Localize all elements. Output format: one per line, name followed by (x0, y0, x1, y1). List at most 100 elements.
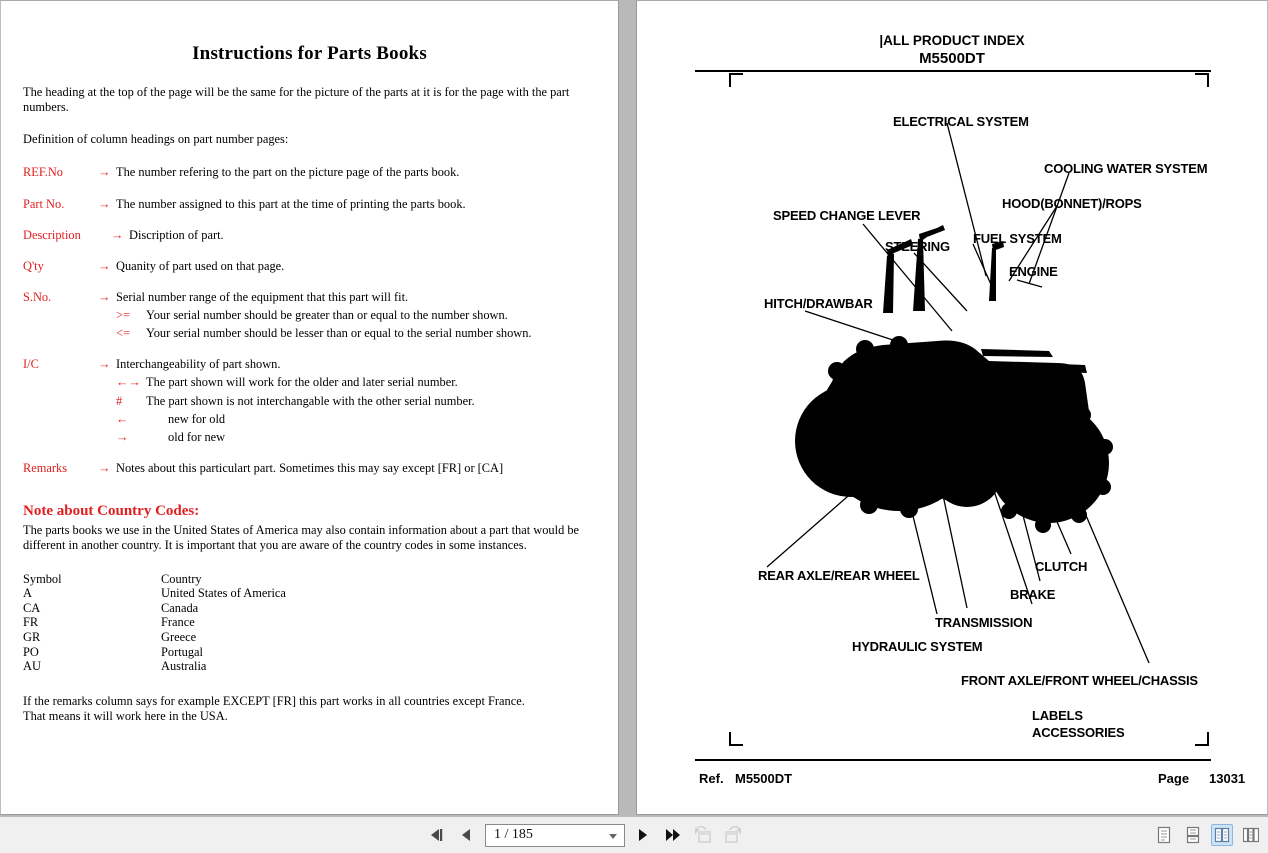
country-code-name: Portugal (161, 644, 203, 659)
definition-sub-symbol: ←→ (116, 375, 141, 390)
page-number-input[interactable]: 1 / 185 (485, 823, 625, 847)
next-page-button[interactable] (631, 823, 655, 847)
chevron-down-icon[interactable] (609, 833, 617, 839)
page-left-instructions[interactable]: Instructions for Parts Books The heading… (0, 0, 619, 815)
footer-ref-label: Ref. (699, 771, 724, 786)
definition-row: Q'ty→Quanity of part used on that page. (23, 259, 596, 274)
definition-sub-row: <=Your serial number should be lesser th… (116, 326, 596, 341)
footer-ref-value: M5500DT (735, 771, 793, 786)
two-page-icon (1214, 827, 1230, 843)
index-label: HOOD(BONNET)/ROPS (1002, 196, 1142, 211)
page-gutter (619, 0, 636, 817)
continuous-page-icon (1186, 826, 1200, 844)
rotate-left-icon (694, 826, 711, 843)
index-label: HITCH/DRAWBAR (764, 296, 873, 311)
definition-term: Part No. (23, 196, 65, 211)
crop-mark-top-left (729, 73, 743, 87)
definition-sub-text: The part shown is not interchangable wit… (146, 393, 475, 408)
view-mode-continuous-page[interactable] (1182, 824, 1204, 846)
definition-row: Remarks→Notes about this particulart par… (23, 461, 596, 476)
country-codes-header-country: Country (161, 571, 202, 586)
country-code-name: Greece (161, 630, 197, 645)
definition-sub-text: The part shown will work for the older a… (146, 375, 458, 390)
definition-sub-symbol: # (116, 393, 123, 408)
index-label: FUEL SYSTEM (973, 231, 1062, 246)
definition-row: I/C→Interchangeability of part shown.←→T… (23, 357, 596, 445)
country-codes-heading: Note about Country Codes: (23, 503, 200, 519)
definition-description-group: Serial number range of the equipment tha… (116, 290, 596, 341)
country-code-name: United States of America (161, 586, 286, 601)
view-mode-single-page[interactable] (1153, 824, 1175, 846)
intro-paragraph: The heading at the top of the page will … (23, 85, 570, 115)
definition-sub-text: Your serial number should be lesser than… (146, 326, 532, 341)
instructions-document: Instructions for Parts Books The heading… (1, 1, 618, 814)
index-label: SPEED CHANGE LEVER (773, 208, 921, 223)
index-label: ACCESSORIES (1032, 725, 1125, 740)
index-label: CLUTCH (1035, 559, 1088, 574)
arrow-right-icon: → (98, 165, 111, 180)
first-page-icon (431, 829, 443, 841)
single-page-icon (1157, 826, 1171, 844)
previous-page-button[interactable] (455, 823, 479, 847)
definition-description-group: The number refering to the part on the p… (116, 165, 596, 180)
index-label: ELECTRICAL SYSTEM (893, 114, 1029, 129)
definition-sub-text: old for new (168, 429, 226, 444)
definition-list: REF.No → The number refering to the part o… (23, 165, 596, 476)
country-code-name: Canada (161, 600, 199, 615)
definition-sub-row: ←new for old (116, 412, 596, 427)
document-viewer[interactable]: Instructions for Parts Books The heading… (0, 0, 1268, 817)
definition-description-group: Quanity of part used on that page. (116, 259, 596, 274)
definition-term: Description (23, 227, 81, 242)
closing-line-1: If the remarks column says for example E… (23, 693, 525, 708)
definition-term: Remarks (23, 460, 68, 475)
definition-term: S.No. (23, 289, 52, 304)
index-label: REAR AXLE/REAR WHEEL (758, 568, 920, 583)
definition-row: Description→Discription of part. (23, 228, 596, 243)
page-right-product-index[interactable]: |ALL PRODUCT INDEX M5500DT (636, 0, 1268, 815)
view-mode-book-view[interactable] (1240, 824, 1262, 846)
closing-line-2: That means it will work here in the USA. (23, 709, 228, 724)
footer-rule (695, 759, 1211, 761)
definition-row: Part No.→The number assigned to this par… (23, 197, 596, 212)
definition-description: Notes about this particulart part. Somet… (116, 460, 504, 475)
chevron-right-icon (639, 829, 647, 841)
footer-page-label: Page (1158, 771, 1190, 786)
definition-intro: Definition of column headings on part nu… (23, 132, 289, 147)
definition-row: REF.No → The number refering to the part o… (23, 165, 596, 180)
definition-description: Serial number range of the equipment tha… (116, 289, 409, 304)
definition-sub-row: # The part shown is not interchangable wi… (116, 394, 596, 409)
definition-sub-text: new for old (168, 411, 226, 426)
country-code-symbol: FR (23, 615, 39, 630)
definition-term: REF.No (23, 165, 63, 180)
country-code-row: A United States of America (23, 586, 596, 601)
definition-sub-symbol: >= (116, 308, 130, 322)
index-label: FRONT AXLE/FRONT WHEEL/CHASSIS (961, 673, 1198, 688)
rotate-right-icon (725, 826, 742, 843)
all-product-index: |ALL PRODUCT INDEX M5500DT (637, 1, 1267, 814)
view-mode-two-page[interactable] (1211, 824, 1233, 846)
header-rule (695, 70, 1211, 72)
arrow-right-icon: → (98, 258, 111, 273)
crop-mark-bottom-right (1195, 732, 1209, 746)
definition-description-group: Notes about this particulart part. Somet… (116, 461, 596, 476)
index-label: COOLING WATER SYSTEM (1044, 161, 1208, 176)
first-page-button[interactable] (425, 823, 449, 847)
definition-sub-row: ←→ The part shown will work for the older… (116, 375, 596, 390)
view-mode-group (1153, 817, 1262, 853)
last-page-icon (666, 829, 680, 841)
arrow-right-icon: → (98, 289, 111, 304)
definition-description-group: Discription of part. (129, 228, 596, 243)
rotate-right-button[interactable] (721, 823, 745, 847)
definition-sub-symbol: → (116, 429, 129, 444)
index-model: M5500DT (919, 50, 985, 67)
chevron-left-icon (462, 829, 470, 841)
page-number-value: 1 / 185 (494, 827, 533, 842)
rotate-left-button[interactable] (691, 823, 715, 847)
country-code-symbol: A (23, 586, 32, 601)
last-page-button[interactable] (661, 823, 685, 847)
